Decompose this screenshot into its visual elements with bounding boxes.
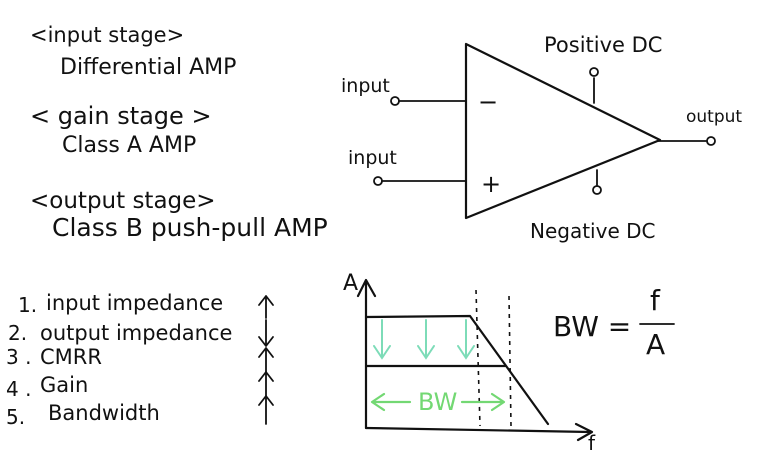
up-arrow-icon	[258, 347, 274, 373]
property-3-number: 3 .	[6, 345, 31, 369]
down-arrow-icon	[258, 319, 274, 347]
property-5-number: 5.	[6, 405, 25, 429]
noninverting-input-label: input	[348, 147, 397, 169]
up-arrow-icon	[258, 395, 274, 425]
property-5-label: Bandwidth	[48, 401, 160, 425]
property-2-label: output impedance	[40, 321, 232, 345]
property-2-number: 2.	[8, 321, 27, 345]
formula-denominator: A	[646, 328, 665, 361]
formula-numerator: f	[650, 284, 661, 317]
bandwidth-label: BW	[418, 388, 457, 416]
stage-input-detail: Differential AMP	[60, 55, 236, 80]
corner-marker-2	[508, 295, 512, 427]
x-axis-label: f	[588, 431, 596, 455]
corner-marker-1	[475, 289, 481, 427]
bandwidth-formula: BW = f A	[553, 284, 675, 361]
stage-gain-detail: Class A AMP	[62, 133, 196, 158]
high-gain-response	[364, 314, 550, 426]
property-4-number: 4 .	[6, 377, 31, 401]
output-label: output	[686, 107, 742, 127]
positive-supply-terminal	[589, 67, 599, 77]
stage-gain-heading: < gain stage >	[30, 102, 212, 130]
up-arrow-icon	[258, 295, 274, 319]
output-terminal	[706, 136, 716, 146]
opamp-symbol: Positive DC Negative DC input − input + …	[341, 33, 742, 243]
stage-output-detail: Class B push-pull AMP	[52, 213, 328, 242]
property-1-number: 1.	[18, 293, 37, 317]
noninverting-input-terminal	[373, 176, 383, 186]
x-axis	[364, 422, 594, 442]
stage-input-heading: <input stage>	[30, 23, 184, 47]
negative-dc-label: Negative DC	[530, 219, 655, 243]
minus-sign: −	[478, 88, 498, 116]
bandwidth-right-arrow-icon	[460, 392, 506, 412]
gain-bandwidth-graph: A f BW	[343, 271, 596, 455]
property-list: 1. input impedance 2. output impedance 3…	[6, 291, 274, 429]
formula-lhs: BW =	[553, 310, 631, 343]
y-axis-label: A	[343, 271, 358, 296]
inverting-input-terminal	[390, 96, 400, 106]
inverting-input-label: input	[341, 75, 390, 97]
bandwidth-left-arrow-icon	[370, 392, 412, 412]
property-3-label: CMRR	[40, 345, 102, 369]
stage-list: <input stage> Differential AMP < gain st…	[30, 23, 328, 242]
stage-output-heading: <output stage>	[30, 188, 216, 214]
gain-reduction-arrow-icon	[373, 319, 391, 360]
up-arrow-icon	[258, 371, 274, 397]
gain-reduction-arrow-icon	[417, 319, 435, 360]
positive-dc-label: Positive DC	[544, 33, 662, 57]
y-axis	[356, 278, 377, 430]
negative-supply-terminal	[592, 185, 602, 195]
property-1-label: input impedance	[46, 291, 223, 315]
property-4-label: Gain	[40, 373, 88, 397]
plus-sign: +	[481, 170, 501, 198]
opamp-triangle	[464, 42, 662, 220]
gain-reduction-arrow-icon	[457, 319, 475, 360]
